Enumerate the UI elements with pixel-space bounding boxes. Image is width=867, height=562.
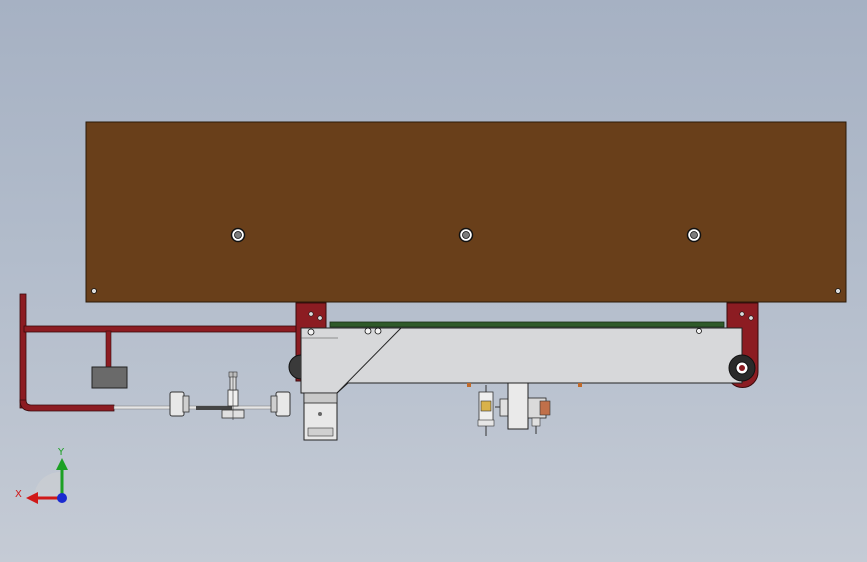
panel-screw bbox=[835, 288, 841, 294]
wood-panel[interactable] bbox=[85, 121, 847, 303]
panel-mount-hole bbox=[686, 227, 702, 243]
panel-screw bbox=[91, 288, 97, 294]
conveyor-belt[interactable] bbox=[329, 321, 725, 328]
coordinate-triad: Y X bbox=[15, 447, 68, 504]
guide-rod-assembly[interactable] bbox=[113, 371, 291, 420]
x-axis-arrow bbox=[26, 492, 38, 504]
y-axis-arrow bbox=[56, 458, 68, 470]
x-axis-label: X bbox=[15, 489, 22, 500]
tail-pulley bbox=[288, 354, 302, 380]
head-pulley[interactable] bbox=[728, 354, 756, 382]
sensor-assembly[interactable] bbox=[477, 385, 509, 436]
control-box[interactable] bbox=[91, 366, 128, 389]
cylinder-assembly[interactable] bbox=[507, 382, 551, 434]
z-axis-dot bbox=[57, 493, 67, 503]
motor-mount[interactable] bbox=[303, 392, 338, 441]
conveyor-body[interactable] bbox=[300, 327, 743, 394]
red-pipe-frame[interactable] bbox=[19, 293, 303, 412]
panel-mount-hole bbox=[230, 227, 246, 243]
triad-plane-indicator bbox=[34, 472, 60, 498]
panel-mount-hole bbox=[458, 227, 474, 243]
y-axis-label: Y bbox=[57, 447, 65, 458]
